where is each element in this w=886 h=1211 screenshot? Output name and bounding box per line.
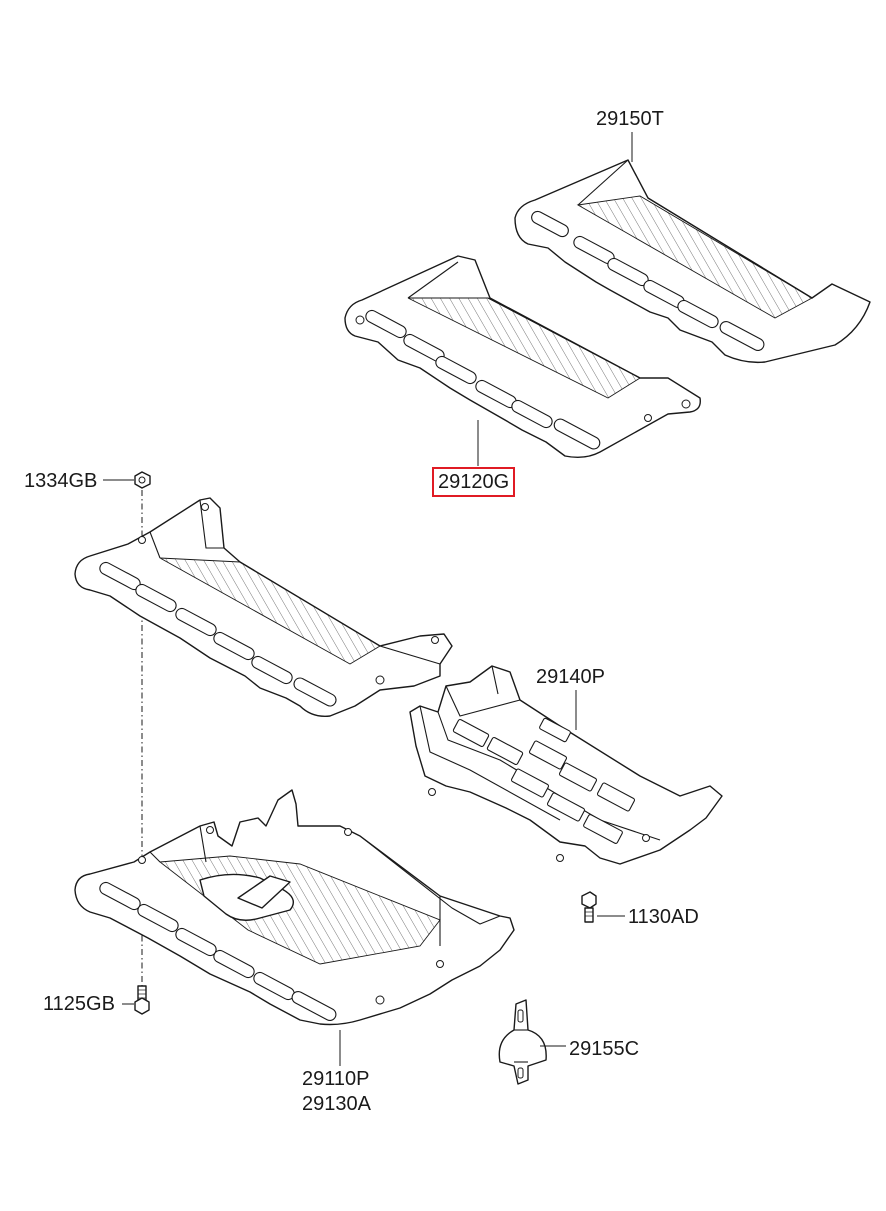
part-1130AD-bolt[interactable] bbox=[581, 891, 597, 923]
label-1125GB[interactable]: 1125GB bbox=[43, 993, 115, 1015]
label-29140P[interactable]: 29140P bbox=[536, 666, 605, 688]
part-29155C-bracket[interactable] bbox=[498, 999, 547, 1085]
label-1334GB[interactable]: 1334GB bbox=[24, 470, 98, 492]
part-1334GB-nut[interactable] bbox=[134, 471, 151, 489]
part-29140P-guard[interactable] bbox=[409, 665, 723, 865]
label-29130A[interactable]: 29130A bbox=[302, 1093, 371, 1115]
label-29110P[interactable]: 29110P bbox=[302, 1068, 370, 1090]
part-upper-left-cover[interactable] bbox=[74, 497, 453, 717]
label-29150T[interactable]: 29150T bbox=[596, 108, 664, 130]
label-29120G[interactable]: 29120G bbox=[432, 467, 516, 497]
part-29120G-cover[interactable] bbox=[344, 255, 701, 459]
label-29155C[interactable]: 29155C bbox=[569, 1038, 640, 1060]
part-29150T-cover[interactable] bbox=[514, 159, 871, 364]
label-1130AD[interactable]: 1130AD bbox=[628, 906, 699, 928]
part-29110P-29130A-cover[interactable] bbox=[74, 789, 515, 1026]
part-1125GB-bolt[interactable] bbox=[134, 985, 150, 1015]
